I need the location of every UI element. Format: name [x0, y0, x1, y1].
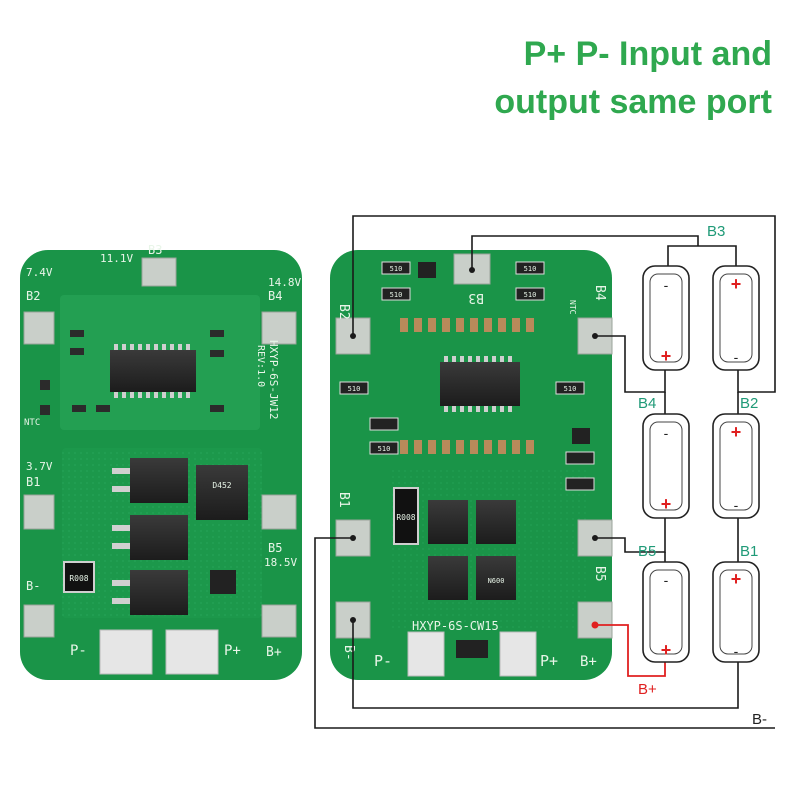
right-label-b5: B5	[592, 566, 607, 582]
right-mosfet-text: N600	[488, 577, 505, 585]
left-board-pads	[23, 257, 297, 638]
cell-tr-minus: -	[734, 349, 739, 365]
wire-bminus	[352, 620, 739, 709]
cell-br-minus: -	[734, 643, 739, 659]
left-label-185v: 18.5V	[264, 556, 297, 569]
left-label-p-plus: P+	[224, 643, 241, 659]
left-label-37v: 3.7V	[26, 460, 53, 473]
right-capacitor-row	[400, 318, 534, 454]
left-label-148v: 14.8V	[268, 276, 301, 289]
left-p-plus-pad	[165, 629, 219, 675]
right-label-bplus: B+	[580, 654, 597, 670]
wire-b2	[352, 215, 776, 393]
right-res-4: 510	[524, 291, 537, 299]
wire-b5	[595, 518, 666, 553]
cell-br-plus: +	[731, 569, 742, 589]
diagram-label-b2: B2	[740, 395, 758, 412]
right-shunt-resistor	[393, 487, 419, 545]
diagram-label-b5: B5	[638, 543, 656, 560]
left-pcb-board: R008 B3 11.1V B4 14.8V 7.4V B2 NTC 3.7V …	[20, 243, 302, 680]
cell-mr-minus: -	[734, 497, 739, 513]
right-label-p-plus: P+	[540, 652, 558, 670]
wire-b3-split	[667, 245, 737, 266]
right-small-chip	[456, 640, 488, 658]
right-label-p-minus: P-	[374, 652, 392, 670]
right-res-7: 510	[378, 445, 391, 453]
left-label-b1: B1	[26, 475, 40, 489]
right-p-minus-pad	[407, 631, 445, 677]
left-label-bplus: B+	[266, 645, 282, 660]
cell-bottom-right	[712, 561, 760, 663]
left-label-b3: B3	[148, 243, 162, 257]
left-label-111v: 11.1V	[100, 252, 133, 265]
headline-line-1: P+ P- Input and	[523, 35, 772, 73]
left-p-minus-pad	[99, 629, 153, 675]
left-label-74v: 7.4V	[26, 266, 53, 279]
wiring-diagram	[314, 215, 776, 729]
left-protection-ic	[110, 350, 196, 392]
cell-tl-minus: -	[664, 277, 669, 293]
cell-bl-minus: -	[664, 572, 669, 588]
right-label-ntc: NTC	[568, 300, 577, 315]
headline-line-2: output same port	[494, 83, 772, 121]
right-mosfets	[428, 500, 516, 600]
left-label-b2: B2	[26, 289, 40, 303]
cell-ml-minus: -	[664, 425, 669, 441]
headline: P+ P- Input and output same port	[494, 30, 772, 126]
right-res-2: 510	[524, 265, 537, 273]
diagram-label-b3: B3	[707, 223, 725, 240]
right-p-plus-pad	[499, 631, 537, 677]
left-resistor-text: R008	[69, 574, 88, 583]
right-resistor-row	[339, 261, 595, 491]
cell-ml-plus: +	[661, 494, 672, 514]
right-label-b3: B3	[468, 290, 484, 305]
left-label-ntc: NTC	[24, 418, 40, 428]
diagram-label-b4: B4	[638, 395, 656, 412]
cell-top-right	[712, 265, 760, 371]
left-label-b4: B4	[268, 289, 282, 303]
cell-tl-plus: +	[661, 346, 672, 366]
left-small-chip	[210, 570, 236, 594]
right-label-model: HXYP-6S-CW15	[412, 619, 499, 633]
left-label-model: HXYP-6S-JW12	[267, 340, 280, 419]
cell-mr-plus: +	[731, 422, 742, 442]
right-label-b4: B4	[592, 285, 607, 301]
pad-nodes	[350, 267, 598, 623]
cell-top-left	[642, 265, 690, 371]
left-label-b5: B5	[268, 541, 282, 555]
left-shunt-resistor	[63, 561, 95, 593]
cell-tr-plus: +	[731, 274, 742, 294]
diagram-label-bminus: B-	[752, 711, 767, 728]
right-label-b2: B2	[336, 304, 351, 320]
cell-middle-right	[712, 413, 760, 519]
right-res-1: 510	[390, 265, 403, 273]
wire-bplus	[595, 624, 666, 677]
wire-b1-board	[314, 537, 775, 729]
right-res-6: 510	[564, 385, 577, 393]
right-label-b1: B1	[336, 492, 351, 508]
left-mosfets	[112, 458, 248, 615]
left-mosfet-text: D452	[212, 481, 231, 490]
bplus-node	[591, 621, 599, 629]
right-pcb-board: 510 510 510 510 510 510 510 R008	[330, 250, 613, 680]
right-res-3: 510	[390, 291, 403, 299]
right-res-5: 510	[348, 385, 361, 393]
wire-b4	[595, 335, 666, 393]
cell-bottom-left	[642, 561, 690, 663]
right-protection-ic	[440, 362, 520, 406]
battery-cells	[642, 265, 760, 663]
diagram-label-bplus: B+	[638, 681, 657, 698]
cell-bl-plus: +	[661, 640, 672, 660]
wire-b3	[471, 235, 699, 270]
right-resistor-text: R008	[396, 513, 415, 522]
left-label-rev: REV:1.0	[255, 345, 266, 387]
left-label-bminus: B-	[26, 579, 40, 593]
diagram-label-b1: B1	[740, 543, 758, 560]
cell-middle-left	[642, 413, 690, 519]
left-label-p-minus: P-	[70, 643, 87, 659]
